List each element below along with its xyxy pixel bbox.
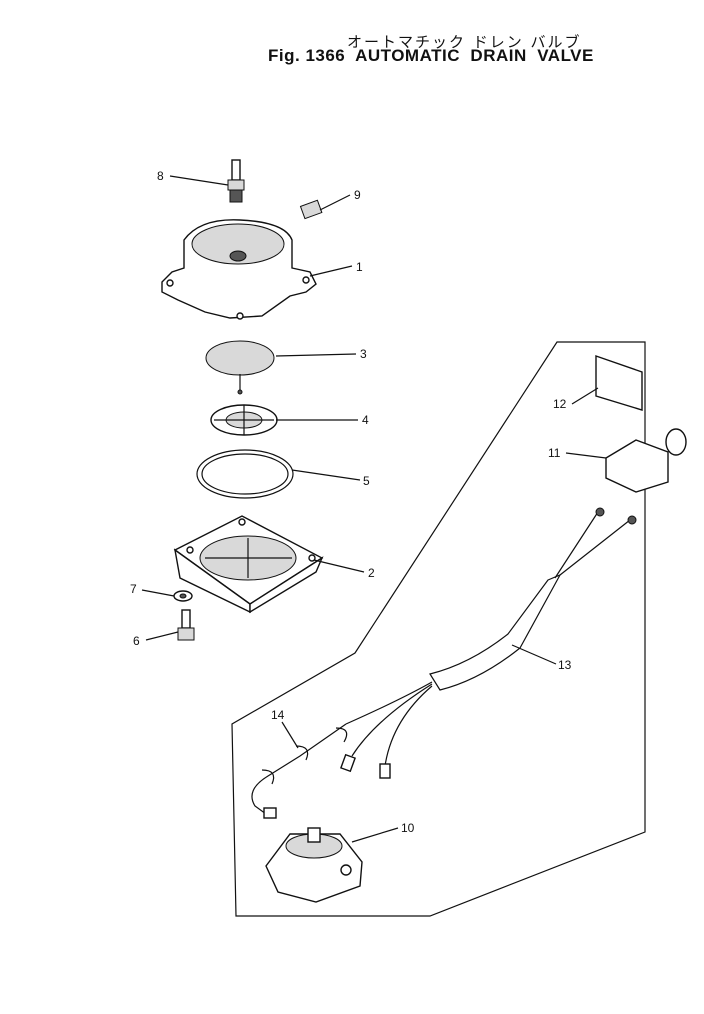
callout-12: 12 bbox=[553, 397, 567, 411]
callout-6: 6 bbox=[133, 634, 140, 648]
callout-8: 8 bbox=[157, 169, 164, 183]
callout-1: 1 bbox=[356, 260, 363, 274]
part-7-washer bbox=[173, 590, 193, 602]
callout-9: 9 bbox=[354, 188, 361, 202]
part-8-fitting bbox=[227, 159, 245, 203]
callout-3: 3 bbox=[360, 347, 367, 361]
part-6-bolt bbox=[177, 609, 195, 641]
part-14-clips bbox=[251, 723, 348, 819]
part-12-label-plate bbox=[595, 355, 643, 411]
part-2-lower-housing bbox=[173, 515, 324, 614]
part-9-plug bbox=[299, 199, 323, 220]
part-5-o-ring bbox=[196, 449, 294, 499]
callout-4: 4 bbox=[362, 413, 369, 427]
callout-leaders bbox=[141, 175, 607, 843]
callout-5: 5 bbox=[363, 474, 370, 488]
part-11-connector bbox=[605, 428, 687, 493]
callout-14: 14 bbox=[271, 708, 285, 722]
callout-numbers: 8 9 1 3 4 5 2 7 6 12 11 13 14 10 bbox=[130, 169, 572, 835]
callout-7: 7 bbox=[130, 582, 137, 596]
part-3-diaphragm bbox=[205, 340, 275, 395]
part-13-cable-harness bbox=[340, 507, 637, 779]
part-10-solenoid-base bbox=[265, 827, 363, 903]
figure-title-english: Fig. 1366 AUTOMATIC DRAIN VALVE bbox=[268, 46, 594, 65]
part-4-valve-disc bbox=[210, 404, 278, 436]
callout-2: 2 bbox=[368, 566, 375, 580]
subassembly-boundary bbox=[231, 341, 646, 917]
figure-title-japanese: オートマチック ドレン バルブ bbox=[347, 33, 582, 51]
part-1-upper-housing bbox=[161, 219, 317, 320]
callout-10: 10 bbox=[401, 821, 415, 835]
callout-13: 13 bbox=[558, 658, 572, 672]
callout-11: 11 bbox=[548, 446, 561, 460]
